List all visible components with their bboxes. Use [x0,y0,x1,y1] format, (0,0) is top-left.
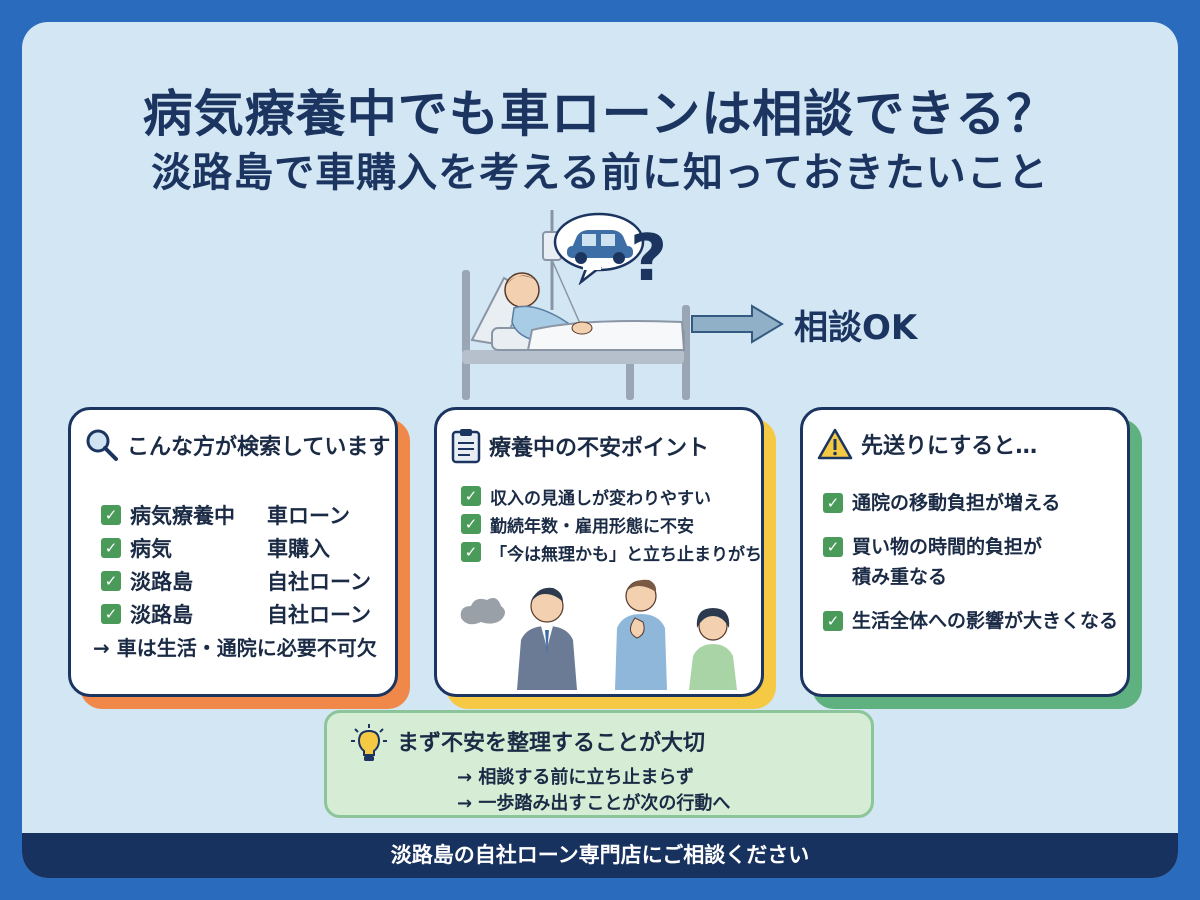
list-item: ✓「今は無理かも」と立ち止まりがち [461,538,762,566]
infographic-page: 病気療養中でも車ローンは相談できる？ 淡路島で車購入を考える前に知っておきたいこ… [22,22,1178,878]
list-item: ✓淡路島自社ローン [101,564,371,597]
check-icon: ✓ [823,493,843,513]
list-item: ✓通院の移動負担が増える [823,488,1118,518]
tip-line: → 一歩踏み出すことが次の行動へ [457,793,731,814]
check-icon: ✓ [461,514,481,534]
list-item: ✓病気車購入 [101,531,371,564]
list-item: ✓勤続年数・雇用形態に不安 [461,510,762,538]
clipboard-icon [451,429,481,464]
tip-line: → 相談する前に立ち止まらず [457,767,694,788]
car-icon [553,212,645,285]
list-item: ✓淡路島自社ローン [101,597,371,630]
magnifier-icon [86,429,118,461]
page-subtitle: 淡路島で車購入を考える前に知っておきたいこと [151,150,1049,196]
worried-people-illustration [460,579,737,690]
question-mark: ? [630,222,668,296]
search-card-note: → 車は生活・通院に必要不可欠 [93,636,377,660]
list-item: ✓生活全体への影響が大きくなる [823,606,1118,636]
check-icon: ✓ [101,504,121,525]
delay-card-title: 先送りにすると… [861,434,1038,459]
list-item: ✓買い物の時間的負担が積み重なる [823,532,1118,592]
worries-card: 療養中の不安ポイント ✓収入の見通しが変わりやすい ✓勤続年数・雇用形態に不安 … [434,407,776,709]
list-item: ✓収入の見通しが変わりやすい [461,482,762,510]
tip-box: まず不安を整理することが大切 → 相談する前に立ち止まらず → 一歩踏み出すこと… [324,710,874,818]
page-title: 病気療養中でも車ローンは相談できる？ [142,85,1058,143]
consultation-ok-label: 相談OK [794,308,918,348]
tip-title: まず不安を整理することが大切 [397,731,706,756]
hospital-bed-patient-illustration [462,210,690,400]
lightbulb-icon [351,724,387,761]
check-icon: ✓ [823,611,843,631]
search-card: こんな方が検索しています ✓病気療養中車ローン ✓病気車購入 ✓淡路島自社ローン… [68,407,410,709]
right-arrow-icon [691,304,784,344]
check-icon: ✓ [823,537,843,557]
delay-card: 先送りにすると… ✓通院の移動負担が増える ✓買い物の時間的負担が積み重なる ✓… [800,407,1142,709]
worries-card-title: 療養中の不安ポイント [489,436,710,461]
check-icon: ✓ [461,486,481,506]
list-item: ✓病気療養中車ローン [101,498,371,531]
check-icon: ✓ [461,542,481,562]
check-icon: ✓ [101,603,121,624]
search-card-title: こんな方が検索しています [127,435,391,460]
check-icon: ✓ [101,537,121,558]
footer-banner: 淡路島の自社ローン専門店にご相談ください [22,833,1178,878]
warning-icon [817,428,853,460]
check-icon: ✓ [101,570,121,591]
